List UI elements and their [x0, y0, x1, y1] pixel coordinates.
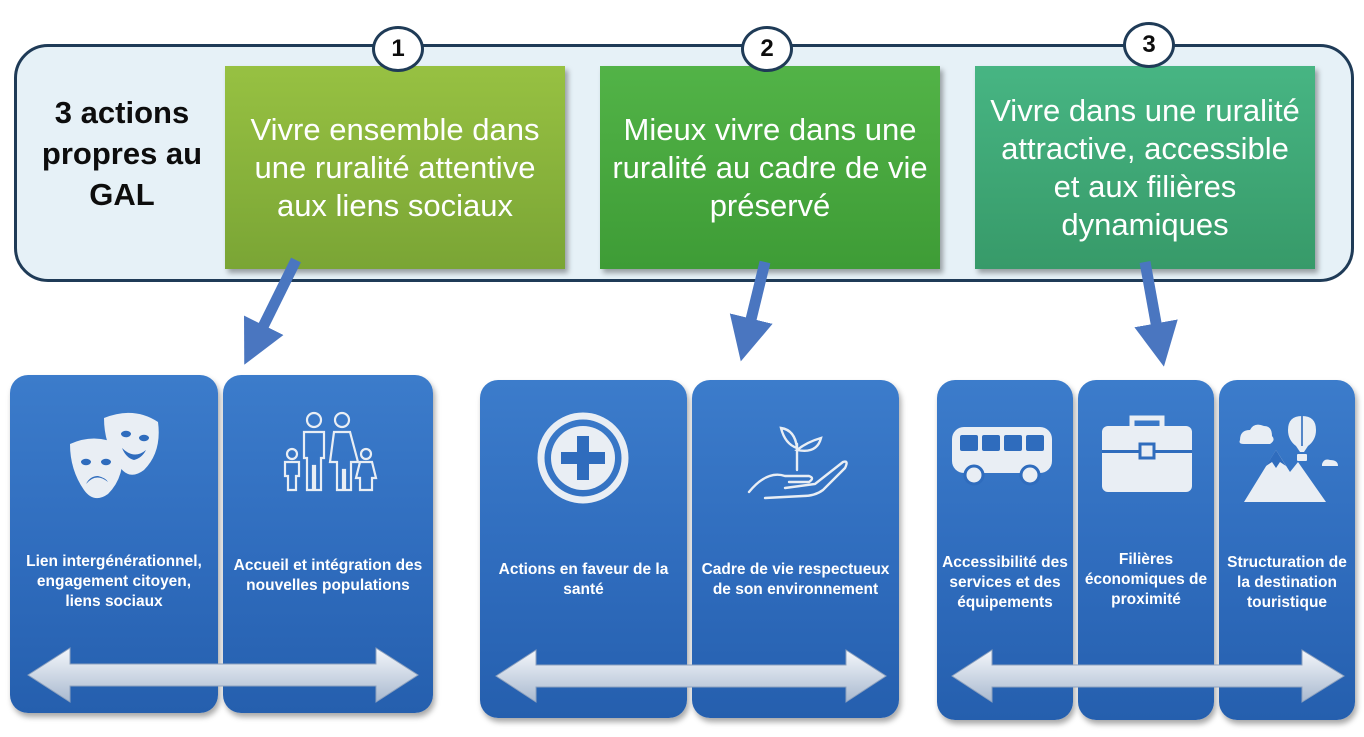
axis-1-box: Vivre ensemble dans une ruralité attenti…	[225, 66, 565, 269]
card-new-populations-label: Accueil et intégration des nouvelles pop…	[233, 557, 423, 594]
card-accessibility-label: Accessibilité des services et des équipe…	[942, 554, 1068, 611]
briefcase-icon	[1102, 415, 1192, 492]
axis-3-number: 3	[1123, 22, 1175, 68]
arrow-axis-1	[244, 257, 301, 365]
mountain-balloon-icon	[1239, 416, 1338, 502]
axis-3-box: Vivre dans une ruralité attractive, acce…	[975, 66, 1315, 269]
bus-icon	[952, 427, 1052, 486]
card-local-economy-label: Filières économiques de proximité	[1084, 551, 1208, 608]
family-icon	[283, 411, 378, 492]
card-tourism-label: Structuration de la destination touristi…	[1227, 554, 1347, 611]
double-arrow-group-1	[27, 647, 419, 703]
card-health-label: Actions en faveur de la santé	[498, 561, 669, 598]
axis-1-number: 1	[372, 26, 424, 72]
arrow-axis-2	[729, 260, 773, 362]
card-social-links-label: Lien intergénérationnel, engagement cito…	[26, 553, 202, 610]
gal-actions-label: 3 actions propres au GAL	[41, 95, 203, 212]
arrow-axis-3	[1134, 261, 1178, 367]
double-arrow-group-2	[495, 649, 887, 703]
medical-cross-icon	[537, 412, 629, 504]
axis-1-title: Vivre ensemble dans une ruralité attenti…	[250, 111, 540, 223]
theater-masks-icon	[70, 412, 159, 499]
card-environment-label: Cadre de vie respectueux de son environn…	[701, 561, 890, 598]
axis-2-number: 2	[741, 26, 793, 72]
double-arrow-group-3	[951, 649, 1345, 703]
axis-2-box: Mieux vivre dans une ruralité au cadre d…	[600, 66, 940, 269]
plant-in-hand-icon	[747, 426, 848, 500]
axis-2-title: Mieux vivre dans une ruralité au cadre d…	[612, 111, 928, 223]
axis-3-title: Vivre dans une ruralité attractive, acce…	[990, 92, 1300, 242]
card-new-populations	[223, 375, 433, 713]
